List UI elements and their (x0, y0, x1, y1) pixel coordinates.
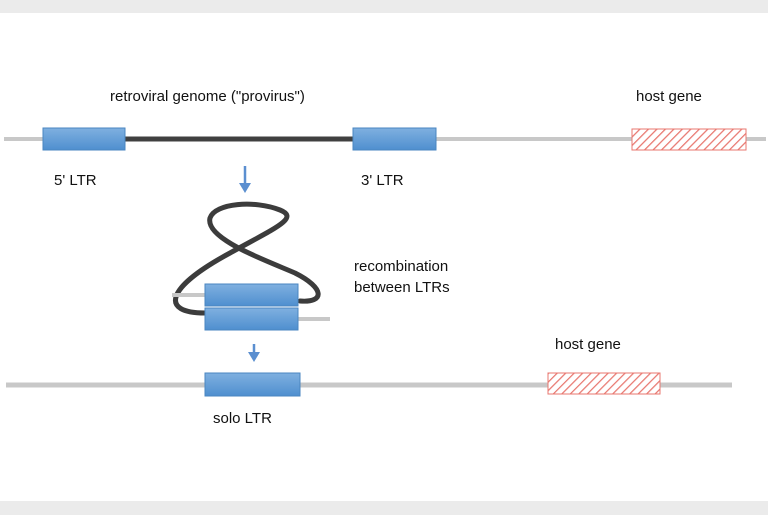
host-gene-bottom-label: host gene (555, 336, 621, 353)
ltr-paired-upper (204, 283, 299, 307)
ltr-3-label: 3' LTR (361, 172, 404, 189)
solo-ltr-box (204, 372, 301, 397)
recombination-label-line2: between LTRs (354, 279, 450, 296)
recombination-label-line1: recombination (354, 258, 449, 275)
host-gene-top-label: host gene (636, 88, 702, 105)
provirus-label: retroviral genome ("provirus") (110, 88, 305, 105)
diagram-canvas: retroviral genome ("provirus") host gene… (0, 13, 768, 501)
host-gene-bottom-box (547, 372, 661, 395)
solo-ltr-label: solo LTR (213, 410, 272, 427)
recombination-loop (173, 201, 321, 316)
arrow-head-1 (239, 183, 251, 193)
ltr-paired-lower (204, 307, 299, 331)
host-gene-top-box (631, 128, 747, 151)
ltr-5-label: 5' LTR (54, 172, 97, 189)
ltr-3-box (352, 127, 437, 151)
arrow-head-2 (248, 352, 260, 362)
ltr-5-box (42, 127, 126, 151)
diagram-graphics (4, 127, 766, 397)
